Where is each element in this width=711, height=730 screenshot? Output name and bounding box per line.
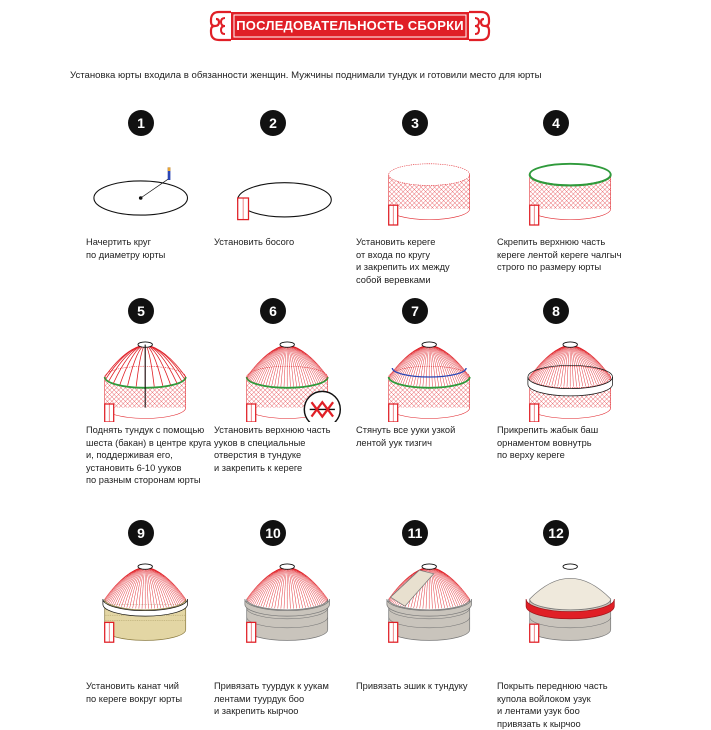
- yurt-illustration: [525, 563, 615, 643]
- step-number-badge: 8: [543, 298, 569, 324]
- step-caption: Привязать эшик к тундуку: [356, 681, 468, 691]
- yurt-illustration: [388, 163, 470, 226]
- intro-text: Установка юрты входила в обязанности жен…: [70, 70, 542, 81]
- yurt-illustration: [237, 182, 332, 221]
- step-number-badge: 4: [543, 110, 569, 136]
- ornament-frame: [209, 10, 491, 42]
- yurt-illustration: [386, 563, 472, 643]
- yurt-illustration: [527, 341, 613, 422]
- step-2: 2 Установить босого: [214, 110, 364, 310]
- title-banner: ПОСЛЕДОВАТЕЛЬНОСТЬ СБОРКИ: [205, 6, 495, 46]
- yurt-illustration: [102, 563, 188, 643]
- step-number-badge: 3: [402, 110, 428, 136]
- step-number-badge: 11: [402, 520, 428, 546]
- step-number-badge: 10: [260, 520, 286, 546]
- yurt-illustration: [93, 167, 189, 216]
- yurt-illustration: [103, 341, 187, 422]
- yurt-illustration: [245, 341, 342, 422]
- page-title: ПОСЛЕДОВАТЕЛЬНОСТЬ СБОРКИ: [236, 18, 464, 33]
- yurt-illustration: [387, 341, 471, 422]
- step-number-badge: 2: [260, 110, 286, 136]
- step-number-badge: 5: [128, 298, 154, 324]
- step-number-badge: 12: [543, 520, 569, 546]
- step-number-badge: 6: [260, 298, 286, 324]
- step-number-badge: 9: [128, 520, 154, 546]
- step-number-badge: 1: [128, 110, 154, 136]
- yurt-illustration: [528, 162, 612, 226]
- step-number-badge: 7: [402, 298, 428, 324]
- step-caption: Установить босого: [214, 237, 295, 247]
- yurt-illustration: [244, 563, 330, 643]
